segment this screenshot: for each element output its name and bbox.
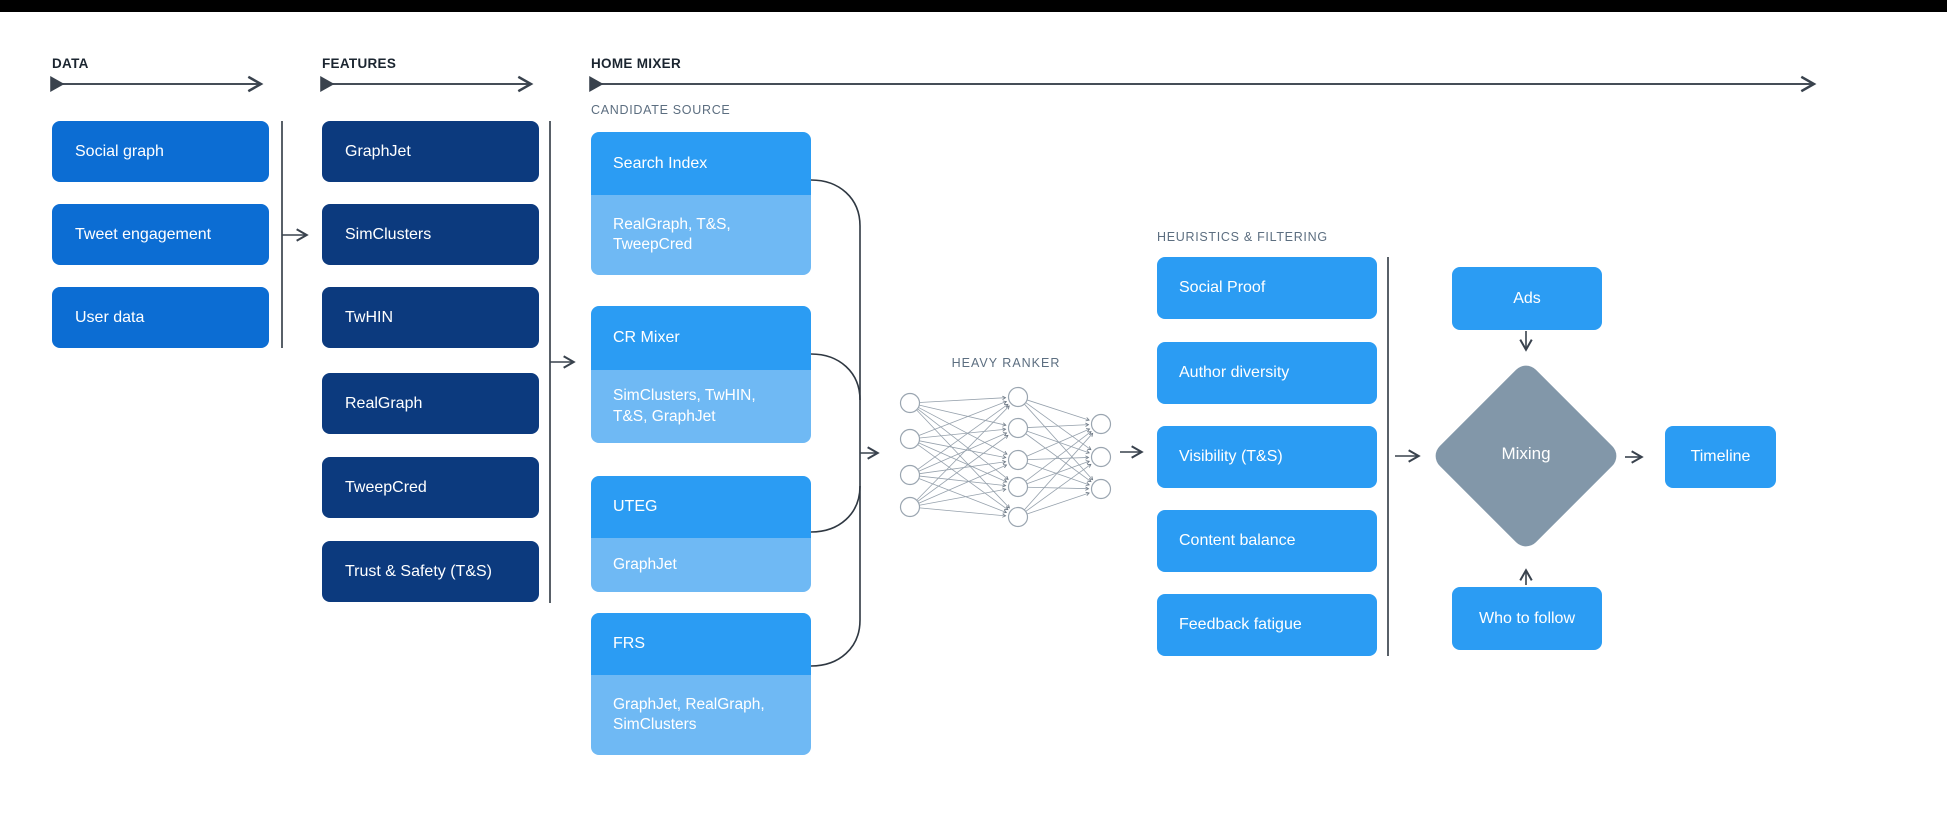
candidate-box-frs: FRS GraphJet, RealGraph, SimClusters [591,613,811,755]
candidate-name: UTEG [591,476,811,538]
data-box-user-data: User data [52,287,269,348]
candidate-source-label: CANDIDATE SOURCE [591,103,731,117]
candidate-box-search-index: Search Index RealGraph, T&S, TweepCred [591,132,811,275]
data-box-social-graph: Social graph [52,121,269,182]
home-mixer-header: HOME MIXER [591,56,682,71]
candidate-sources: GraphJet, RealGraph, SimClusters [591,675,811,755]
features-column-header: FEATURES [322,56,397,71]
candidate-name: Search Index [591,132,811,195]
candidate-box-cr-mixer: CR Mixer SimClusters, TwHIN, T&S, GraphJ… [591,306,811,443]
heuristics-filtering-label: HEURISTICS & FILTERING [1157,230,1328,244]
bottom-black-bar [0,0,1947,12]
features-box-simclusters: SimClusters [322,204,539,265]
heavy-ranker-label: HEAVY RANKER [951,356,1061,370]
heuristics-box-author-diversity: Author diversity [1157,342,1377,404]
connector-uteg [810,485,861,533]
mixing-label: Mixing [1501,444,1551,463]
data-box-tweet-engagement: Tweet engagement [52,204,269,265]
timeline-box: Timeline [1665,426,1776,488]
features-box-twhin: TwHIN [322,287,539,348]
connector-search-index [810,179,861,227]
features-box-tweepcred: TweepCred [322,457,539,518]
connector-cr-mixer [810,353,861,401]
candidate-sources: GraphJet [591,538,811,592]
candidate-name: FRS [591,613,811,675]
who-to-follow-box: Who to follow [1452,587,1602,650]
heuristics-box-content-balance: Content balance [1157,510,1377,572]
heuristics-box-feedback-fatigue: Feedback fatigue [1157,594,1377,656]
features-box-graphjet: GraphJet [322,121,539,182]
heavy-ranker-network [899,386,1112,528]
features-box-trust-safety: Trust & Safety (T&S) [322,541,539,602]
connector-frs [810,619,861,667]
candidate-name: CR Mixer [591,306,811,370]
heuristics-box-visibility: Visibility (T&S) [1157,426,1377,488]
candidate-sources: RealGraph, T&S, TweepCred [591,195,811,275]
heuristics-box-social-proof: Social Proof [1157,257,1377,319]
features-box-realgraph: RealGraph [322,373,539,434]
data-column-header: DATA [52,56,89,71]
candidate-box-uteg: UTEG GraphJet [591,476,811,592]
ads-box: Ads [1452,267,1602,330]
candidate-sources: SimClusters, TwHIN, T&S, GraphJet [591,370,811,443]
